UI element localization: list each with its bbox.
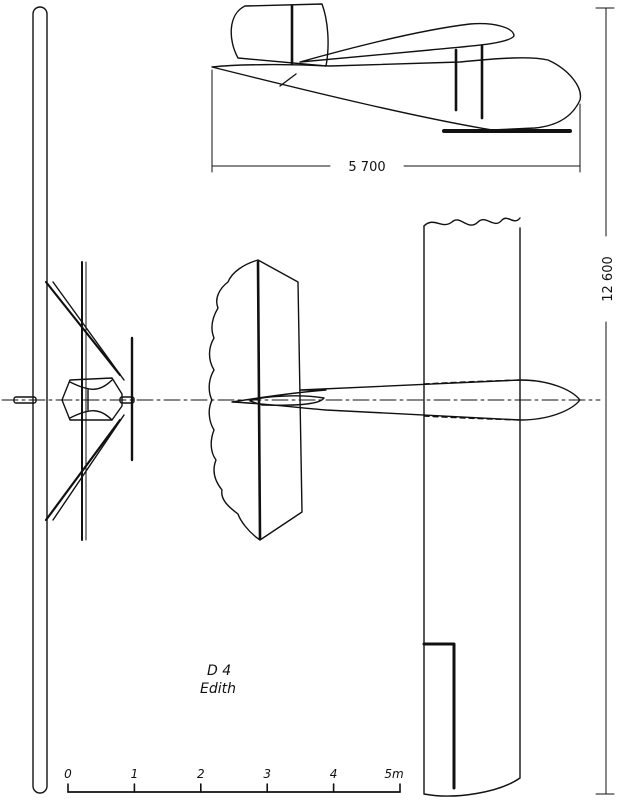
top-tail-cap [249,395,325,406]
span-dimension: 12 600 [601,256,616,302]
aircraft-name: Edith [200,681,236,697]
top-elevator-hinge [256,260,262,540]
side-fuselage [211,57,582,131]
scale-label: 2 [197,767,205,781]
scale-label: 0 [64,767,72,781]
scale-label: 1 [131,767,139,781]
side-view: 5 700 [211,3,582,175]
length-dimension: 5 700 [348,160,385,175]
top-fuselage [231,379,581,421]
front-strut-upper-inner [52,281,125,381]
top-stabilizer [208,259,303,541]
side-tail-skid [279,73,297,87]
top-wing-torn-edge [423,217,521,227]
side-fin [230,3,329,67]
scale-bar: 0 1 2 3 4 5m [64,767,404,793]
front-strut-lower-inner [52,414,125,521]
side-wing [299,22,515,63]
top-view: 12 600 [208,7,616,797]
top-wing [423,225,521,797]
top-fuselage-hidden [423,379,521,421]
front-fuselage [61,377,123,421]
scale-label: 3 [263,767,271,781]
top-aileron [422,642,456,790]
aircraft-designation: D 4 [207,663,231,679]
scale-label: 4 [330,767,338,781]
scale-label: 5m [384,767,403,781]
